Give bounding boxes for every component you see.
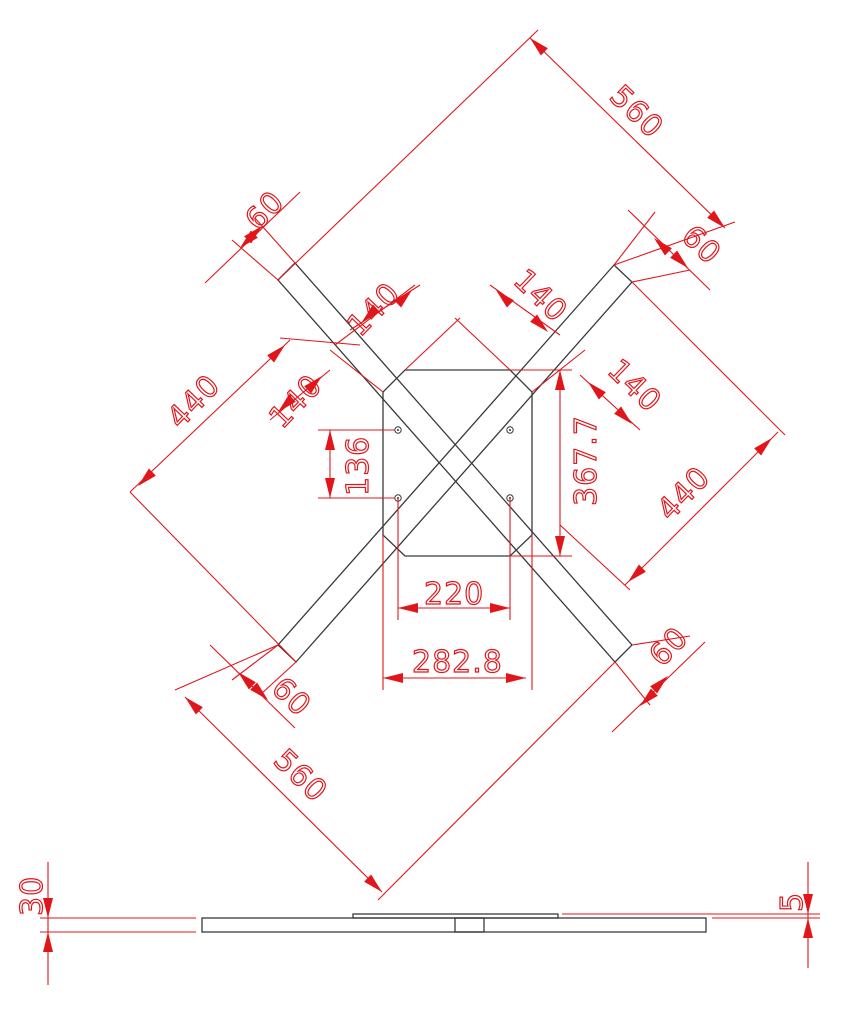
svg-text:367.7: 367.7 [569,415,604,506]
dim-plate-edge-2: 140 [454,262,575,371]
svg-text:60: 60 [264,671,317,724]
dim-plate-height: 367.7 [510,369,605,557]
dim-plate-edge-1: 140 [334,275,461,371]
side-bar [201,917,707,933]
dim-hole-vertical: 136 [318,429,395,499]
svg-text:560: 560 [266,743,334,810]
svg-text:136: 136 [341,436,376,496]
dimensions: 560 560 60 60 [129,29,786,901]
svg-text:282.8: 282.8 [412,645,503,680]
svg-text:30: 30 [15,876,50,916]
dim-span-left: 440 [129,337,361,663]
dim-hole-horizontal: 220 [397,498,511,620]
svg-text:220: 220 [424,577,484,612]
svg-text:440: 440 [651,460,718,528]
svg-text:560: 560 [602,79,670,146]
dim-bar-length-bottom: 560 [174,644,616,901]
dim-bar-width-bl: 60 [209,644,318,729]
svg-text:60: 60 [239,184,292,237]
svg-text:5: 5 [775,892,810,912]
svg-text:60: 60 [643,620,696,673]
dim-plate-width: 282.8 [382,535,533,690]
dim-side-thickness: 30 [14,862,196,985]
dim-plate-edge-3: 140 [262,349,384,436]
svg-text:440: 440 [161,368,228,436]
side-hub [454,917,485,933]
svg-text:140: 140 [600,353,668,420]
dim-bar-width-tl: 60 [204,184,301,284]
dim-bar-width-tr: 60 [613,209,728,291]
dim-bar-width-br: 5 60 [611,620,706,733]
dim-plate-thickness: 5 [562,862,820,968]
svg-text:140: 140 [506,263,574,330]
side-view: 30 5 [14,862,820,985]
dim-bar-length-top: 560 [277,29,736,281]
